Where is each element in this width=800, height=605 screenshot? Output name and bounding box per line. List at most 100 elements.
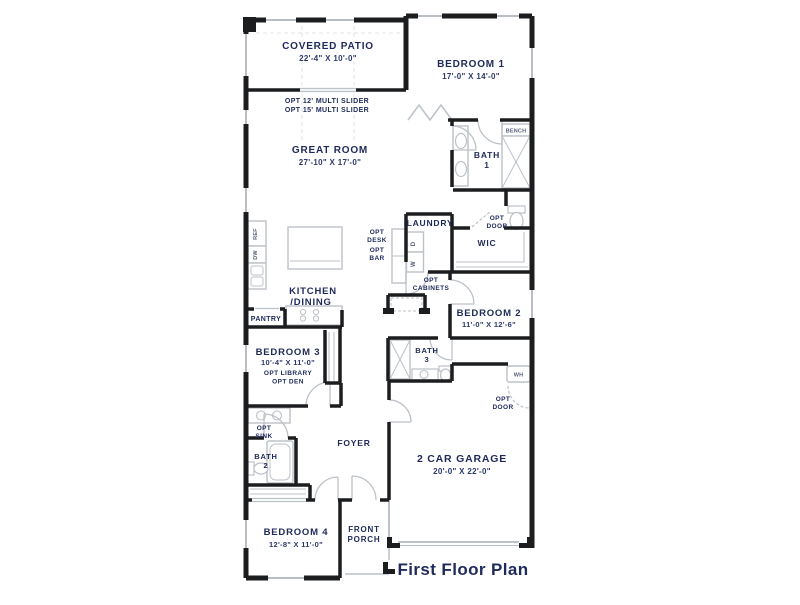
room-name-bath3: BATH [415, 346, 438, 355]
sink-bowl [454, 160, 468, 178]
room-dims-covered-patio: 22'-4" X 10'-0" [299, 54, 357, 63]
burner-icon [312, 308, 320, 316]
annotation-opt-sink-2: SINK [255, 433, 272, 440]
room-name-bath1-num: 1 [484, 160, 490, 170]
sink-bowl [255, 410, 267, 421]
sink-bowl [250, 265, 264, 276]
burner-icon [312, 315, 320, 322]
toilet-bowl [439, 368, 452, 382]
room-name-great-room: GREAT ROOM [292, 145, 368, 156]
room-dims-bedroom4: 12'-8" X 11'-0" [269, 540, 323, 549]
bath2-fixtures [247, 407, 294, 484]
annotation-opt-desk-2: DESK [367, 237, 387, 244]
wic-fixtures [456, 232, 528, 268]
tub-inner [269, 443, 291, 481]
room-dims-bedroom1: 17'-0" X 14'-0" [442, 72, 500, 81]
label-washer: W [411, 261, 417, 267]
room-name-laundry: LAUNDRY [407, 218, 454, 228]
annotation-multi-slider-2: OPT 15' MULTI SLIDER [285, 107, 369, 114]
label-refrigerator: REF [253, 228, 259, 240]
room-name-bedroom2: BEDROOM 2 [457, 308, 522, 319]
stove-counter [285, 305, 343, 326]
multi-slider-opening [300, 87, 356, 93]
interior-walls [246, 88, 532, 578]
annotation-opt-door-garage-1: OPT [496, 396, 511, 403]
bath3-fixtures [389, 339, 453, 382]
windows [242, 12, 536, 582]
burner-icon [299, 315, 307, 322]
nook-jamb [419, 308, 430, 314]
room-name-kitchen: KITCHEN [289, 286, 337, 297]
room-dims-bedroom2: 11'-0" X 12'-6" [462, 320, 516, 329]
garage-entry-door [388, 399, 412, 423]
annotation-opt-cabinets-1: OPT [424, 277, 439, 284]
annotation-opt-sink-1: OPT [257, 425, 272, 432]
room-dims-bedroom3: 10'-4" X 11'-0" [261, 358, 315, 367]
door-swings [255, 87, 531, 546]
kitchen-fixtures [247, 220, 343, 326]
plan-title: First Floor Plan [397, 560, 528, 579]
annotation-opt-den: OPT DEN [272, 379, 304, 386]
room-name-bath2: BATH [254, 452, 277, 461]
sink-bowl [250, 276, 264, 287]
garage-door-jamb-left [387, 537, 400, 548]
annotation-opt-door-wic-2: DOOR [486, 223, 507, 230]
annotation-opt-desk-1: OPT [370, 229, 385, 236]
room-name-bath2-num: 2 [264, 461, 269, 470]
room-name-covered-patio: COVERED PATIO [282, 41, 374, 52]
bath3-door [429, 337, 453, 361]
annotation-opt-bar-2: BAR [369, 255, 384, 262]
tub-box [266, 440, 294, 484]
label-bench: BENCH [506, 129, 527, 135]
annotation-multi-slider-1: OPT 12' MULTI SLIDER [285, 98, 369, 105]
label-water-heater: WH [514, 373, 524, 379]
room-labels: COVERED PATIO 22'-4" X 10'-0" BEDROOM 1 … [251, 41, 526, 549]
bedroom4-closet-shelves [250, 488, 306, 495]
shower-x [501, 135, 531, 189]
kitchen-island [287, 226, 343, 270]
room-name-foyer: FOYER [337, 438, 370, 448]
label-dryer: D [411, 241, 417, 246]
bedroom3-closet-shelves [328, 332, 335, 381]
shower-x [389, 339, 411, 380]
wic-opt-door [471, 210, 492, 228]
room-dims-great-room: 27'-10" X 17'-0" [299, 158, 361, 167]
room-name-front-porch-1: FRONT [348, 525, 380, 534]
room-name-dining: /DINING [290, 297, 332, 308]
room-name-bedroom1: BEDROOM 1 [437, 59, 505, 70]
annotation-opt-bar-1: OPT [370, 247, 385, 254]
burner-icon [299, 308, 307, 316]
window-lines [245, 15, 533, 579]
sink-bowl [419, 369, 429, 380]
room-name-pantry: PANTRY [251, 316, 281, 323]
bedroom4-door [314, 476, 339, 501]
cased-opening-zigzag [407, 103, 453, 122]
bath1-door [451, 125, 477, 151]
bath1-fixtures [452, 123, 531, 231]
toilet-bowl [253, 462, 269, 475]
annotation-opt-door-garage-2: DOOR [492, 404, 513, 411]
opt-cabinets-outline [390, 297, 423, 312]
annotation-opt-door-wic-1: OPT [490, 215, 505, 222]
annotation-opt-library: OPT LIBRARY [264, 370, 312, 377]
opt-sink-counter [247, 407, 291, 424]
room-name-bedroom4: BEDROOM 4 [264, 527, 329, 538]
nook-jamb [383, 308, 394, 314]
room-name-front-porch-2: PORCH [348, 535, 381, 544]
garage-door-jamb-right [519, 537, 532, 548]
bath2-door [263, 413, 289, 439]
room-name-garage: 2 CAR GARAGE [417, 453, 507, 465]
toilet-tank [247, 461, 255, 476]
front-door [351, 475, 377, 501]
annotation-opt-cabinets-2: CABINETS [413, 285, 450, 292]
room-dims-garage: 20'-0" X 22'-0" [433, 467, 491, 476]
label-dishwasher: DW [253, 250, 259, 260]
room-name-bath1: BATH [474, 150, 500, 160]
patio-dashed-lines [256, 26, 402, 140]
patio-corner-pier [243, 17, 256, 32]
room-name-bath3-num: 3 [425, 355, 430, 364]
sink-bowl [454, 132, 468, 150]
room-name-wic: WIC [478, 238, 497, 248]
